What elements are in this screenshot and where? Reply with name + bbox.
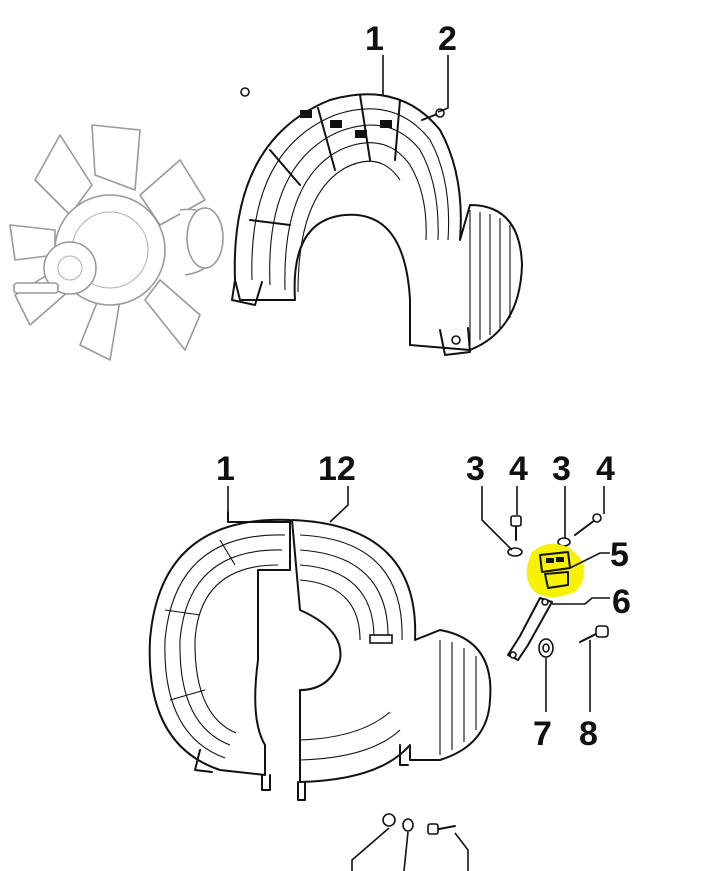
callout-b-8: 8 xyxy=(579,715,598,753)
bolt-part-4-a xyxy=(510,515,522,541)
callout-b-7: 7 xyxy=(533,715,552,753)
callout-b-3b: 3 xyxy=(552,450,571,488)
nut-bottom xyxy=(382,813,396,827)
callout-top-2: 2 xyxy=(438,20,457,58)
callout-b-4a: 4 xyxy=(509,450,528,488)
leader-bottom-washer xyxy=(403,831,409,871)
leader-b-3a xyxy=(481,486,513,551)
washer-bottom xyxy=(402,818,414,832)
callout-top-1: 1 xyxy=(365,20,384,58)
fan-ghost xyxy=(9,124,224,361)
callout-b-6: 6 xyxy=(612,583,631,621)
bracket-part-5-highlighted xyxy=(526,543,584,597)
callout-b-4b: 4 xyxy=(596,450,615,488)
callout-b-5: 5 xyxy=(610,536,629,574)
bolt-bottom xyxy=(427,823,456,835)
callout-b-3a: 3 xyxy=(466,450,485,488)
washer-part-7 xyxy=(538,638,554,658)
screw-part-2 xyxy=(421,108,445,121)
leader-top-2 xyxy=(437,55,449,113)
leader-bottom-bolt xyxy=(454,832,469,871)
leader-b-12 xyxy=(329,486,349,523)
fan-shroud-assembled xyxy=(231,87,523,356)
shroud-half-left xyxy=(148,511,291,791)
bolt-part-4-b xyxy=(574,513,602,536)
leader-bottom-nut xyxy=(351,827,390,871)
shroud-half-right xyxy=(291,519,492,801)
bolt-part-8 xyxy=(579,625,609,643)
leader-b-5 xyxy=(569,552,610,569)
leader-b-6 xyxy=(552,597,610,605)
callout-b-1: 1 xyxy=(216,450,235,488)
bracket-part-6 xyxy=(507,597,553,661)
callout-b-12: 12 xyxy=(318,450,356,488)
